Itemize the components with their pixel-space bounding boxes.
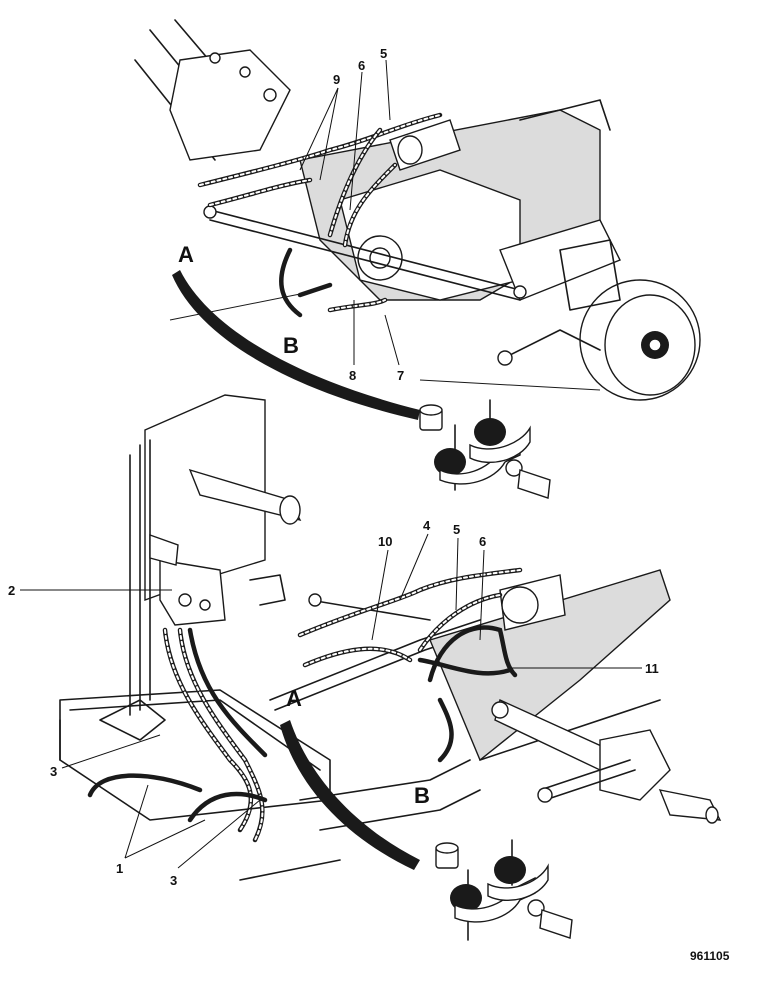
callout-11: 11 (645, 661, 659, 676)
callout-7: 7 (397, 368, 404, 383)
callout-5-top: 5 (380, 46, 387, 61)
bottom-hoses (87, 567, 523, 843)
bush-detail-top (419, 399, 551, 499)
callout-10: 10 (378, 534, 392, 549)
figure-reference-number: 961105 (690, 949, 730, 963)
bottom-steering-assembly (59, 394, 722, 881)
view-label-a-top: A (178, 242, 194, 267)
callout-6-bottom: 6 (479, 534, 486, 549)
callout-2: 2 (8, 583, 15, 598)
view-label-b-top: B (283, 333, 299, 358)
top-hoses (197, 112, 443, 318)
callout-3-left: 3 (50, 764, 57, 779)
callout-4: 4 (423, 518, 431, 533)
view-letters: A B A B (178, 242, 430, 808)
callout-labels: 9 6 5 8 7 2 3 1 3 10 4 5 6 11 (8, 46, 659, 888)
view-label-b-bottom: B (414, 783, 430, 808)
callout-5-bottom: 5 (453, 522, 460, 537)
bush-detail-bottom (435, 839, 573, 941)
top-axle-assembly (134, 19, 701, 401)
leader-lines (20, 59, 642, 869)
callout-8: 8 (349, 368, 356, 383)
callout-1: 1 (116, 861, 123, 876)
view-a-sweep-arrow-bottom (280, 720, 420, 870)
callout-3-bottom: 3 (170, 873, 177, 888)
callout-9: 9 (333, 72, 340, 87)
view-a-sweep-arrow-top (172, 270, 420, 420)
view-label-a-bottom: A (286, 686, 302, 711)
callout-6-top: 6 (358, 58, 365, 73)
